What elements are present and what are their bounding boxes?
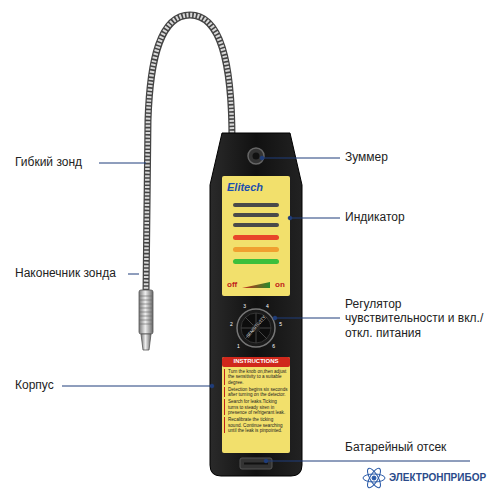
switch-label: off [227, 280, 237, 290]
sensitivity-dial [237, 309, 275, 347]
instruction-text: Turn the knob on,then adjust the sensiti… [224, 369, 288, 385]
indicator-leds [233, 203, 279, 264]
probe-tip [139, 290, 153, 350]
switch-label: on [275, 280, 285, 290]
dial-number: 2 [230, 321, 233, 327]
device-body [210, 133, 302, 476]
brand-logo: Elitech [227, 181, 263, 194]
part-label: Зуммер [345, 150, 388, 164]
battery-compartment [240, 458, 272, 469]
part-label: Гибкий зонд [15, 155, 82, 169]
dial-number: 1 [237, 343, 240, 349]
watermark-icon [363, 466, 385, 489]
part-label: Батарейный отсек [345, 440, 446, 454]
dial-number: 4 [266, 303, 269, 309]
dial-label: SENSITIVITY [242, 311, 269, 342]
instructions-band [222, 357, 290, 367]
instruction-text: Detection begins six seconds after turni… [224, 387, 288, 398]
dial-number: 6 [272, 343, 275, 349]
part-label: Корпус [15, 378, 54, 392]
part-label: Наконечник зонда [15, 266, 116, 280]
instruction-text: Search for leaks.Ticking turns to steady… [224, 399, 288, 415]
leader-lines [62, 156, 470, 463]
part-label: Регулятор чувствительности и вкл./откл. … [345, 297, 493, 340]
instructions-panel [222, 357, 290, 453]
instructions-column: Turn the knob on,then adjust the sensiti… [224, 369, 288, 433]
part-label: Индикатор [345, 210, 405, 224]
watermark: ЭЛЕКТРОНПРИБОР [389, 472, 486, 484]
off-on-wedge [242, 282, 270, 288]
dial-number: 5 [279, 321, 282, 327]
indicator-panel [222, 176, 290, 296]
dial-number: 3 [243, 303, 246, 309]
instruction-text: Recalibrate the ticking sound. Continue … [224, 417, 288, 433]
panel-heading: INSTRUCTIONS [222, 358, 290, 365]
buzzer [248, 148, 264, 164]
